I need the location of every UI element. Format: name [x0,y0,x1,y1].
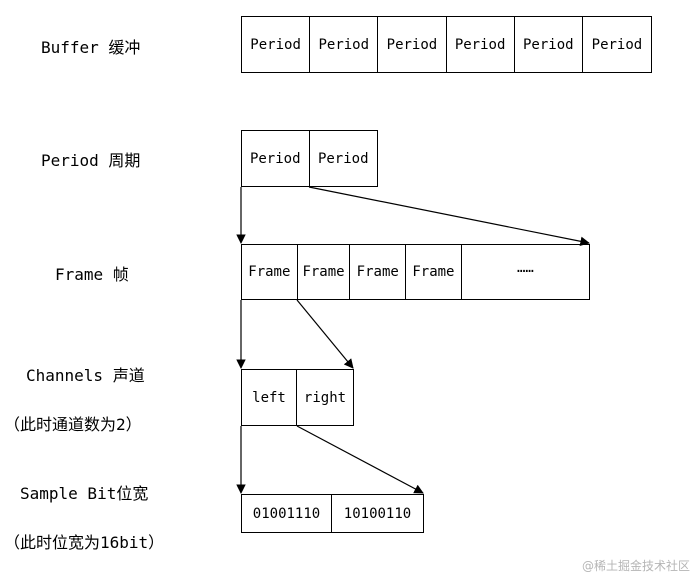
channels-note: （此时通道数为2） [4,415,142,434]
buffer-label: Buffer 缓冲 [41,38,141,57]
buffer-period-cell: Period [378,17,447,72]
frame-cell: Frame [298,245,351,299]
sample-bit-row: 01001110 10100110 [241,494,424,533]
frame-label: Frame 帧 [55,265,129,284]
channel-right-cell: right [303,389,347,406]
channels-row: left right [241,369,354,426]
buffer-row: Period Period Period Period Period Perio… [241,16,652,73]
frame-ellipsis-cell: …… [516,260,534,276]
sample-bit-label: Sample Bit位宽 [20,484,149,503]
channel-left-cell: left [242,370,298,425]
sample-byte-cell: 01001110 [242,495,333,532]
channels-label: Channels 声道 [26,366,145,385]
sample-byte-cell: 10100110 [343,505,412,522]
frame-to-channels-end-arrow [296,299,354,369]
sample-bit-note: （此时位宽为16bit） [4,533,165,552]
period-label: Period 周期 [41,151,141,170]
buffer-period-cell: Period [242,17,311,72]
channels-to-sample-end-arrow [296,425,424,494]
frame-cell: Frame [350,245,407,299]
frame-row: Frame Frame Frame Frame …… [241,244,590,300]
period-cell: Period [242,131,310,186]
buffer-period-cell: Period [591,36,643,53]
period-row: Period Period [241,130,378,187]
frame-cell: Frame [242,245,298,299]
buffer-period-cell: Period [515,17,583,72]
frame-cell: Frame [406,245,462,299]
buffer-period-cell: Period [310,17,379,72]
period-to-frame-end-arrow [308,186,590,247]
watermark: @稀土掘金技术社区 [581,559,690,573]
period-cell: Period [317,150,369,167]
buffer-period-cell: Period [447,17,515,72]
